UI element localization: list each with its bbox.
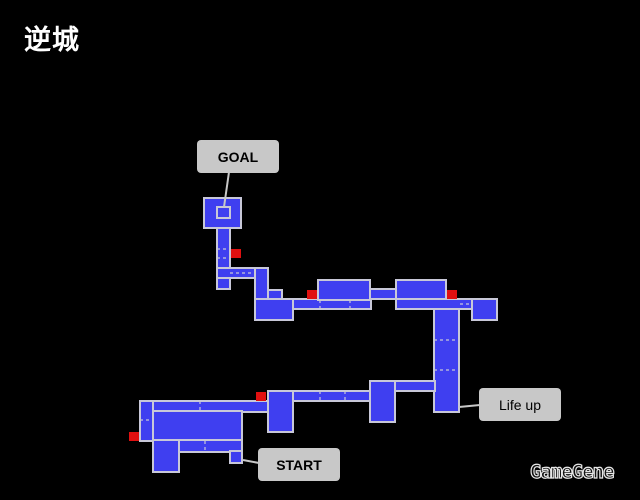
start-pointer (242, 459, 260, 464)
map-rooms (139, 197, 498, 473)
map-title: 逆城 (24, 25, 80, 56)
door-marker (129, 432, 139, 441)
gamegene-logo: GameGene (529, 460, 615, 483)
start-label: START (258, 448, 340, 481)
room-start-stub (229, 450, 243, 464)
door-marker (307, 290, 317, 299)
corridor-west-stub (139, 400, 154, 442)
door-markers (129, 249, 457, 441)
door-marker (231, 249, 241, 258)
life-up-pointer (458, 404, 481, 408)
room-mid-upper (317, 279, 371, 301)
room-lower-mid (369, 380, 396, 423)
room-far-right (471, 298, 498, 321)
room-upper-right (395, 279, 447, 301)
room-start-side (267, 390, 294, 433)
corridor-upper (369, 288, 398, 300)
goal-label: GOAL (197, 140, 279, 173)
room-seams (140, 248, 472, 452)
life-up-label: Life up (479, 388, 561, 421)
corridor-lower-right (394, 380, 436, 392)
door-marker (447, 290, 457, 299)
shaft-right (433, 308, 460, 413)
corridor-drop (254, 267, 269, 301)
room-goal (203, 197, 242, 229)
door-marker (256, 392, 266, 401)
room-start-lower-left (152, 439, 180, 473)
corridor-lower (292, 390, 371, 402)
corridor-start-lower (178, 439, 243, 453)
goal-pointer (223, 171, 230, 208)
callout-pointers (223, 171, 481, 464)
room-start-main (152, 410, 243, 442)
room-mid-left (254, 298, 294, 321)
goal-marker (216, 206, 231, 219)
